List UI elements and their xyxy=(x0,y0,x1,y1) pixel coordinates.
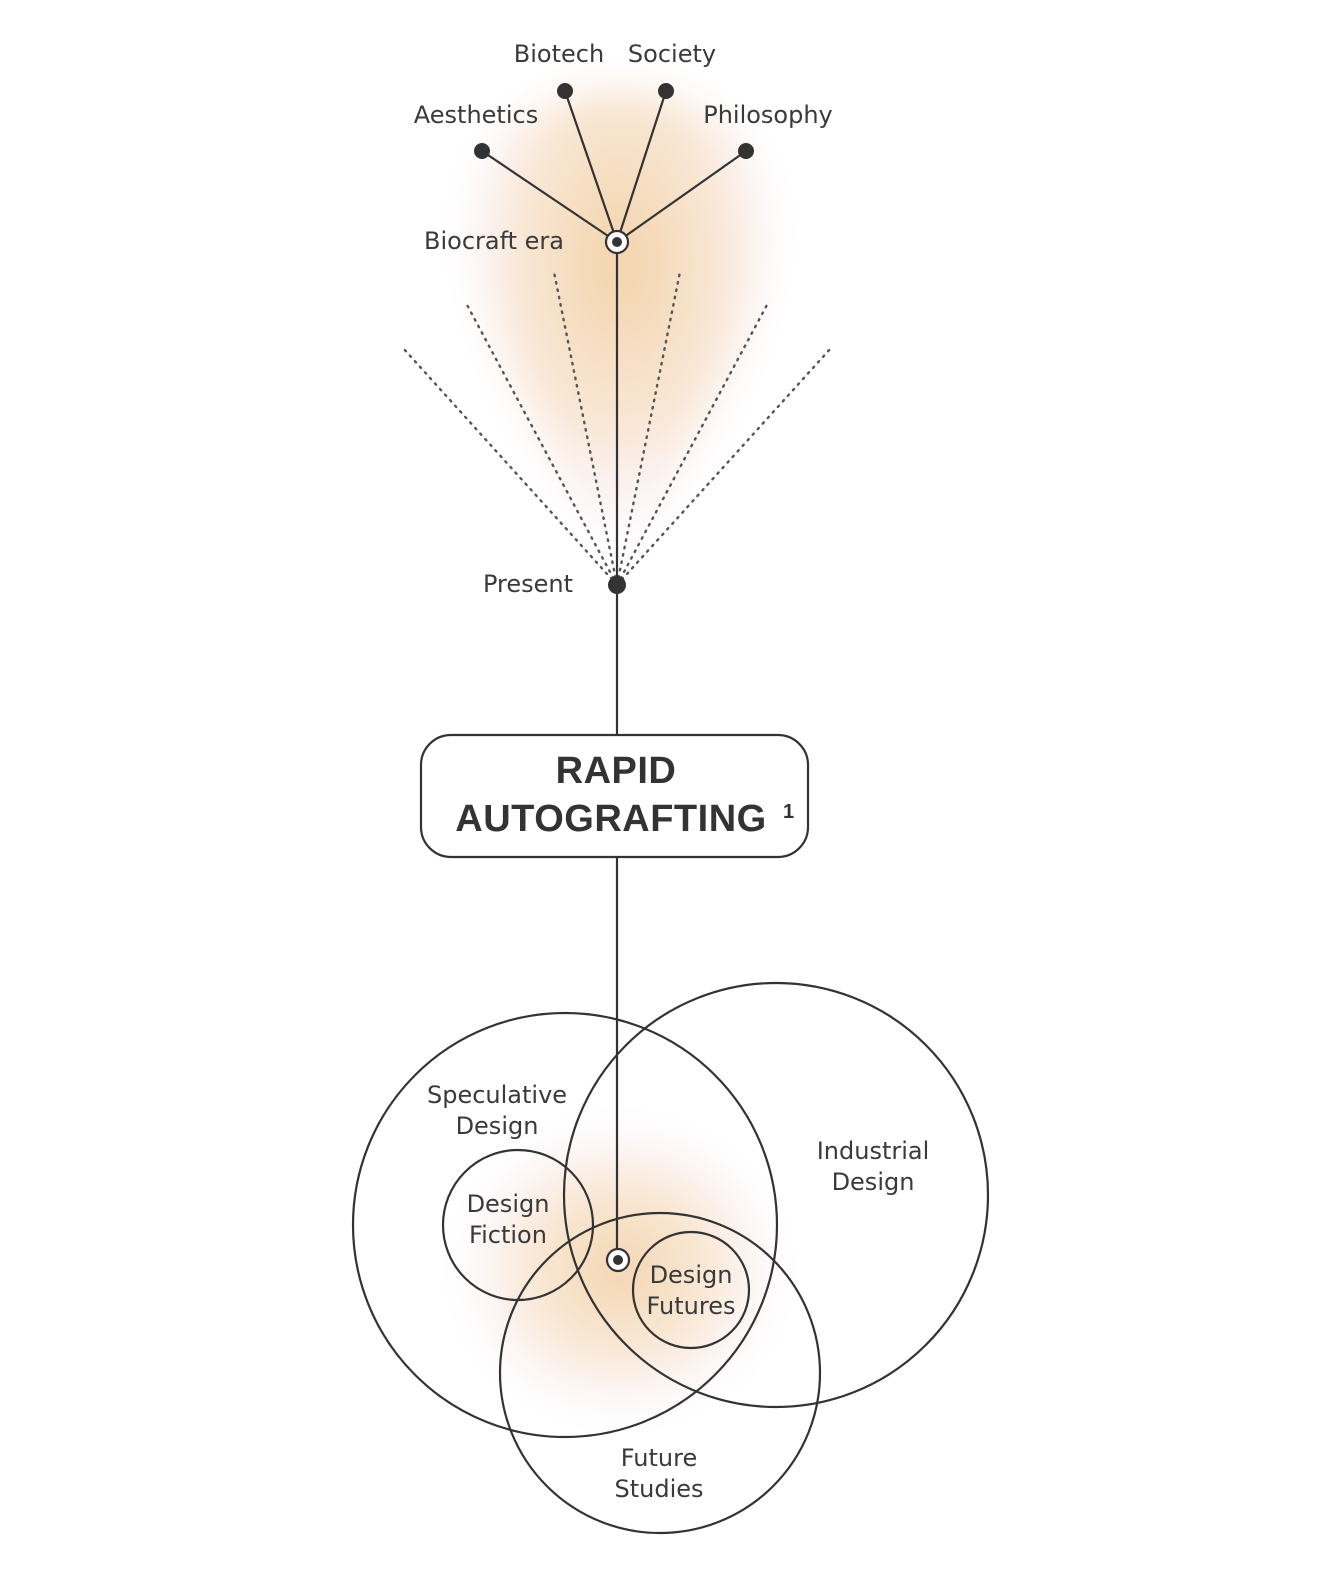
branch-line-philosophy xyxy=(616,150,747,243)
branch-label-philosophy: Philosophy xyxy=(703,101,833,129)
future-studies-label-2: Studies xyxy=(614,1475,703,1503)
industrial-design-label-2: Design xyxy=(832,1168,915,1196)
dotted-path-4 xyxy=(615,270,682,587)
design-fiction-label-2: Fiction xyxy=(469,1221,547,1249)
branch-label-aesthetics: Aesthetics xyxy=(414,101,538,129)
philosophy-node xyxy=(738,143,754,159)
industrial-design-circle xyxy=(562,981,990,1409)
present-label: Present xyxy=(483,570,573,598)
dotted-path-3 xyxy=(552,270,619,587)
branch-label-society: Society xyxy=(628,40,716,68)
future-studies-label-1: Future xyxy=(621,1444,697,1472)
speculative-design-circle xyxy=(351,1011,779,1439)
rapid-autografting-position-node xyxy=(605,1247,631,1273)
venn-circles xyxy=(351,981,990,1535)
dotted-path-5 xyxy=(615,301,770,587)
aesthetics-node xyxy=(474,143,490,159)
biotech-node xyxy=(557,83,573,99)
biocraft-era-node xyxy=(604,229,630,255)
future-studies-circle xyxy=(498,1211,822,1535)
dotted-path-2 xyxy=(464,301,619,587)
box-title-line1: RAPID xyxy=(556,750,677,792)
dotted-path-1 xyxy=(401,346,619,587)
branch-label-biotech: Biotech xyxy=(514,40,604,68)
branch-line-aesthetics xyxy=(481,150,618,243)
design-futures-label-2: Futures xyxy=(647,1292,736,1320)
branch-line-society xyxy=(615,90,668,243)
dotted-future-paths xyxy=(401,270,833,587)
box-title-line2: AUTOGRAFTING xyxy=(455,798,766,840)
design-futures-circle xyxy=(631,1230,751,1350)
present-node xyxy=(608,576,626,594)
design-futures-label-1: Design xyxy=(650,1261,733,1289)
society-node xyxy=(658,83,674,99)
industrial-design-label-1: Industrial xyxy=(817,1137,930,1165)
speculative-design-label-1: Speculative xyxy=(427,1081,567,1109)
design-fiction-circle xyxy=(441,1148,595,1302)
future-cone-glow xyxy=(470,90,770,585)
branch-lines xyxy=(481,90,747,243)
dotted-path-6 xyxy=(615,346,833,587)
branch-dots xyxy=(474,83,754,159)
biocraft-era-label: Biocraft era xyxy=(424,227,564,255)
rapid-autografting-box xyxy=(419,733,810,859)
design-fiction-label-1: Design xyxy=(467,1190,550,1218)
box-footnote-marker: 1 xyxy=(783,801,794,823)
speculative-design-label-2: Design xyxy=(456,1112,539,1140)
branch-line-biotech xyxy=(563,90,619,243)
